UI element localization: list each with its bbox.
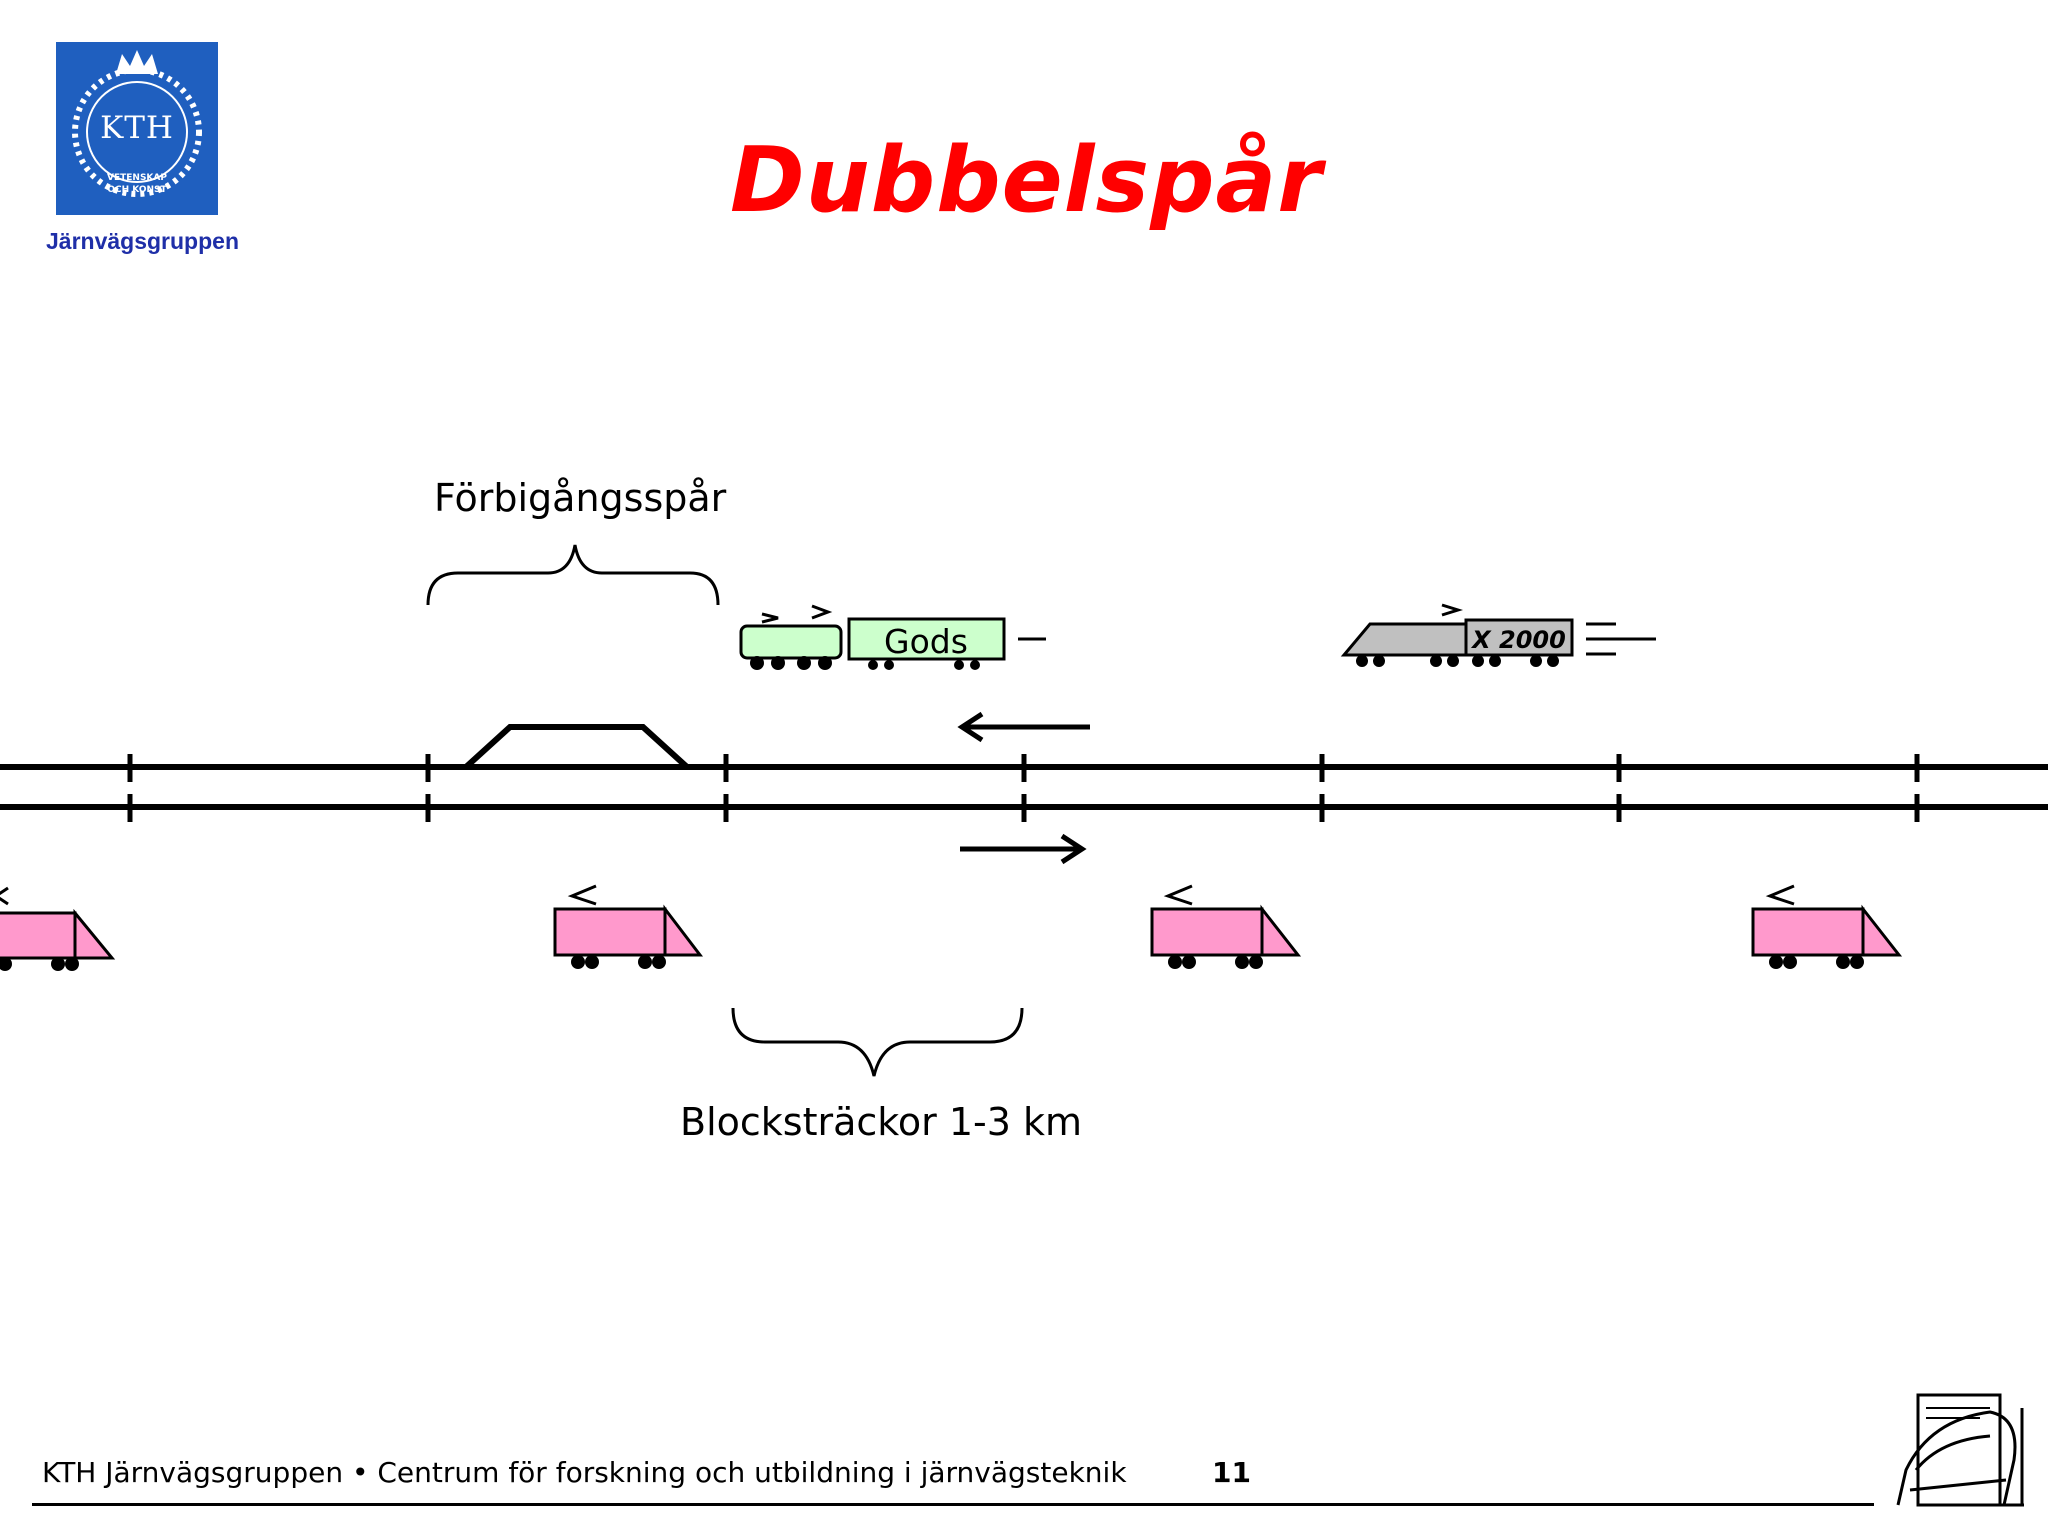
x2000-car	[1464, 618, 1574, 657]
commuter-train	[553, 884, 704, 969]
pantograph-icon	[1765, 884, 1795, 906]
footer-rule	[32, 1503, 1874, 1506]
pantograph-icon	[0, 886, 9, 906]
x2000-train	[1340, 603, 1656, 667]
x2000-label: X 2000	[1470, 626, 1566, 654]
pantograph-icon	[761, 612, 779, 624]
page-number: 11	[1212, 1456, 1251, 1489]
commuter-train	[1150, 884, 1302, 969]
page-title: Dubbelspår	[730, 128, 1323, 233]
pantograph-icon	[811, 604, 833, 620]
block-section-brace	[731, 1007, 1024, 1077]
high-speed-train-icon	[1896, 1393, 2024, 1507]
x2000-locomotive	[1340, 622, 1468, 657]
footer-text: KTH Järnvägsgruppen • Centrum för forskn…	[42, 1456, 1127, 1489]
freight-locomotive	[739, 624, 843, 660]
logo-text: KTH	[100, 110, 174, 146]
block-sections-label: Blocksträckor 1-3 km	[680, 1100, 1083, 1144]
svg-text:OCH KONST: OCH KONST	[107, 185, 167, 195]
freight-wagon	[847, 617, 1006, 661]
commuter-train	[0, 886, 116, 971]
passing-track-label: Förbigångsspår	[434, 476, 727, 520]
arrow-right-icon	[960, 833, 1087, 865]
pantograph-icon	[1163, 884, 1193, 906]
commuter-train	[1751, 884, 1903, 969]
pantograph-icon	[1441, 603, 1464, 617]
freight-train-label: Gods	[884, 622, 968, 661]
freight-train	[739, 604, 1046, 670]
kth-logo: VETENSKAP OCH KONST KTH	[56, 42, 218, 215]
pantograph-icon	[567, 884, 597, 906]
crown-icon: VETENSKAP OCH KONST	[72, 50, 202, 197]
passing-track-brace	[426, 544, 720, 606]
svg-text:VETENSKAP: VETENSKAP	[107, 173, 167, 183]
group-name: Järnvägsgruppen	[46, 228, 239, 254]
block-boundaries	[127, 754, 1920, 822]
passing-siding	[463, 724, 690, 770]
arrow-left-icon	[957, 711, 1090, 743]
